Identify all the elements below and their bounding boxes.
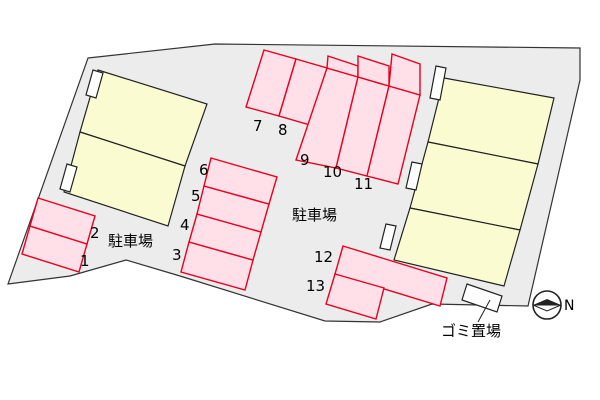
parking-space-12 [334,245,448,307]
building-west [59,69,208,227]
parking-number: 2 [90,224,100,242]
parking-group-1-2 [21,197,96,273]
parking-space-2 [29,197,96,245]
parking-space-13 [325,273,385,320]
parking-group-12-13 [325,245,448,320]
parking-space-11b [388,53,421,96]
parking-area-label-west: 駐車場 [108,232,153,250]
parking-number: 12 [314,248,333,266]
parking-number: 1 [80,252,90,270]
parking-number: 9 [300,151,310,169]
garbage-enclosure [461,283,503,313]
parking-number: 3 [172,246,182,264]
parking-number: 10 [323,163,342,181]
parking-number: 13 [306,277,325,295]
parking-number: 11 [354,175,373,193]
parking-number: 8 [278,121,288,139]
parking-number: 5 [191,187,201,205]
parking-area-label-center: 駐車場 [292,206,337,224]
parking-number: 7 [253,117,263,135]
parking-number: 6 [199,161,209,179]
north-arrow-icon: N [532,290,574,320]
parking-group-3-6 [180,157,278,291]
parking-space-6 [203,157,278,205]
parking-number: 4 [180,216,190,234]
parking-group-7-11 [245,49,421,185]
garbage-area-label: ゴミ置場 [441,322,501,340]
compass-letter: N [564,298,574,314]
building-east [379,65,555,287]
garbage-leader-line [477,299,491,323]
